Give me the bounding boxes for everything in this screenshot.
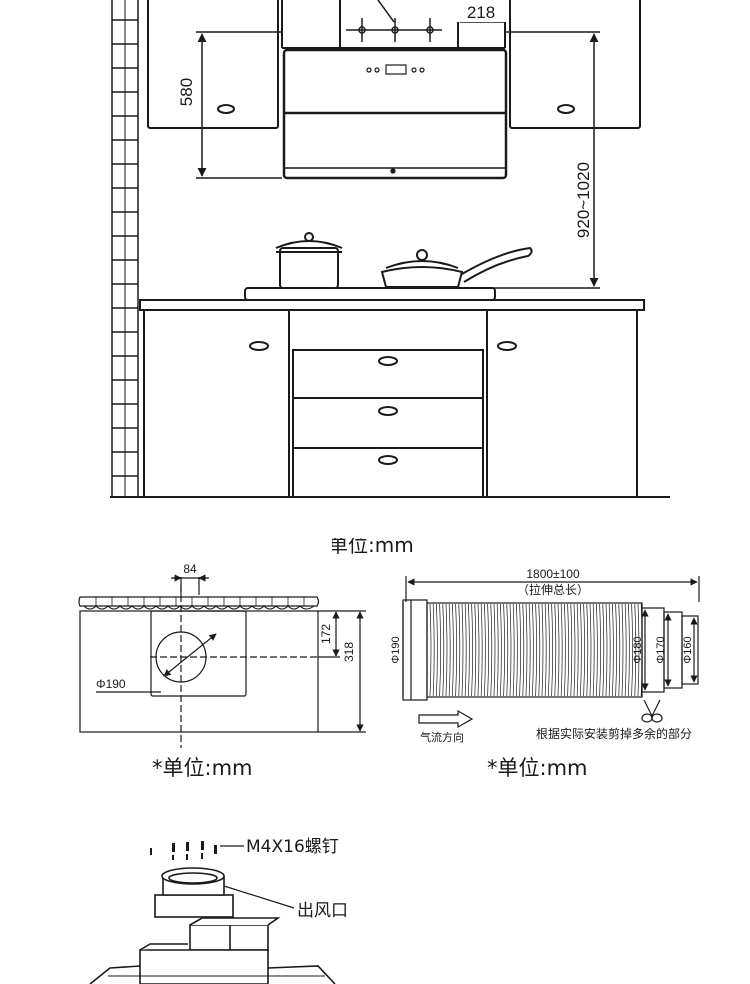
duct-diameter-180: Φ180 <box>632 636 644 663</box>
base-cabinet-right <box>486 309 638 498</box>
screws-icon <box>150 841 217 860</box>
duct-length: 1800±100 <box>526 567 580 581</box>
drawer-handle-icon <box>378 455 398 465</box>
duct-diameter-170: Φ170 <box>655 636 667 663</box>
duct-diagram <box>402 576 700 729</box>
cabinet-handle-icon <box>249 341 269 351</box>
unit-label-clipped: *单位:mm <box>300 528 480 560</box>
duct-length-note: （拉伸总长） <box>517 582 589 597</box>
base-cabinet-left <box>143 309 290 498</box>
dimension-920-1020: 920~1020 <box>574 162 593 238</box>
assembly-diagram <box>89 841 336 984</box>
duct-diameter-160: Φ160 <box>682 636 694 663</box>
cut-note: 根据实际安装剪掉多余的部分 <box>536 726 692 741</box>
mounting-diagram <box>78 574 366 748</box>
screw-label: M4X16螺钉 <box>246 837 339 857</box>
drawer-handle-icon <box>378 356 398 366</box>
duct-ribs <box>429 603 643 697</box>
dimension-218: 218 <box>467 3 495 22</box>
drawer-handle-icon <box>378 406 398 416</box>
cabinet-handle-icon <box>497 341 517 351</box>
upper-cabinet-left <box>147 0 279 129</box>
cookware <box>275 232 533 289</box>
dimension-172: 172 <box>319 624 333 644</box>
cabinet-handle-icon <box>217 104 235 114</box>
unit-label-mount: *单位:mm <box>152 756 253 780</box>
countertop <box>139 299 645 311</box>
unit-label-duct: *单位:mm <box>487 756 588 780</box>
dimension-318: 318 <box>342 642 356 662</box>
screw-holes <box>346 18 442 42</box>
scissors-icon <box>641 699 663 723</box>
hood-chimney <box>339 0 459 49</box>
ceiling-texture <box>83 605 315 610</box>
dimension-84: 84 <box>183 562 197 576</box>
airflow-arrow-icon <box>418 709 474 729</box>
mounting-board <box>79 610 319 733</box>
dimension-580: 580 <box>177 78 196 106</box>
airflow-label: 气流方向 <box>420 730 464 744</box>
base-cabinet-middle <box>288 309 488 498</box>
brick-wall <box>111 0 139 497</box>
duct-diameter-190: Φ190 <box>390 636 402 663</box>
kitchen-elevation <box>110 0 670 498</box>
control-panel <box>366 64 425 75</box>
outlet-label: 出风口 <box>297 901 348 921</box>
svg-text:*单位:mm: *单位:mm <box>318 533 414 557</box>
cabinet-handle-icon <box>557 104 575 114</box>
upper-cabinet-right <box>509 0 641 129</box>
cooktop <box>244 287 496 301</box>
diameter-190-label: Φ190 <box>96 677 126 691</box>
